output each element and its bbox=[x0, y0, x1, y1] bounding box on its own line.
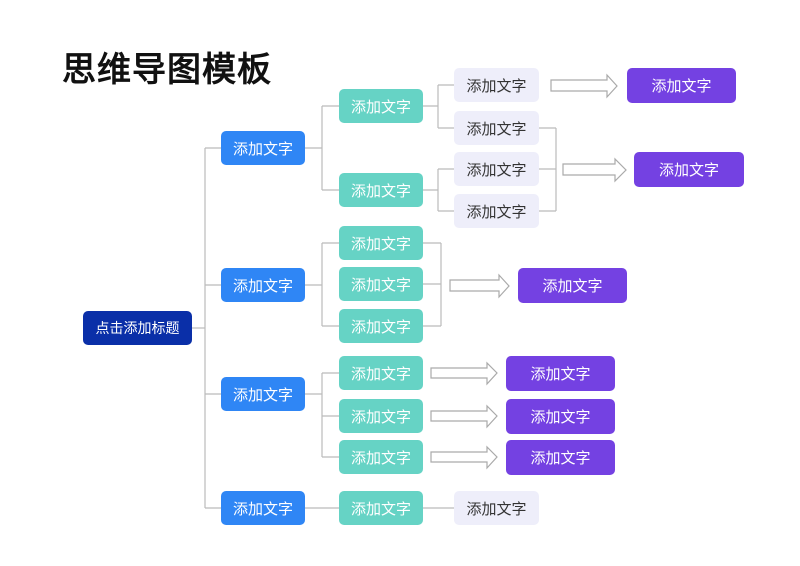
arrow-right-icon bbox=[550, 73, 618, 99]
level2-node[interactable]: 添加文字 bbox=[339, 309, 423, 343]
output-node[interactable]: 添加文字 bbox=[506, 356, 615, 391]
arrow-right-icon bbox=[562, 157, 627, 183]
output-node[interactable]: 添加文字 bbox=[518, 268, 627, 303]
arrow-right-icon bbox=[430, 361, 498, 386]
output-node[interactable]: 添加文字 bbox=[506, 440, 615, 475]
level2-node[interactable]: 添加文字 bbox=[339, 267, 423, 301]
level3-node[interactable]: 添加文字 bbox=[454, 68, 539, 102]
level1-node[interactable]: 添加文字 bbox=[221, 131, 305, 165]
level2-node[interactable]: 添加文字 bbox=[339, 440, 423, 474]
page-title: 思维导图模板 bbox=[62, 50, 272, 90]
level2-node[interactable]: 添加文字 bbox=[339, 399, 423, 433]
arrow-right-icon bbox=[430, 404, 498, 429]
output-node[interactable]: 添加文字 bbox=[634, 152, 744, 187]
level2-node[interactable]: 添加文字 bbox=[339, 89, 423, 123]
level2-node[interactable]: 添加文字 bbox=[339, 173, 423, 207]
level3-node[interactable]: 添加文字 bbox=[454, 491, 539, 525]
arrow-right-icon bbox=[449, 273, 510, 299]
output-node[interactable]: 添加文字 bbox=[627, 68, 736, 103]
level2-node[interactable]: 添加文字 bbox=[339, 491, 423, 525]
output-node[interactable]: 添加文字 bbox=[506, 399, 615, 434]
level1-node[interactable]: 添加文字 bbox=[221, 491, 305, 525]
level2-node[interactable]: 添加文字 bbox=[339, 356, 423, 390]
arrow-right-icon bbox=[430, 445, 498, 470]
level1-node[interactable]: 添加文字 bbox=[221, 377, 305, 411]
level3-node[interactable]: 添加文字 bbox=[454, 152, 539, 186]
level1-node[interactable]: 添加文字 bbox=[221, 268, 305, 302]
level3-node[interactable]: 添加文字 bbox=[454, 111, 539, 145]
level2-node[interactable]: 添加文字 bbox=[339, 226, 423, 260]
level3-node[interactable]: 添加文字 bbox=[454, 194, 539, 228]
root-node[interactable]: 点击添加标题 bbox=[83, 311, 192, 345]
